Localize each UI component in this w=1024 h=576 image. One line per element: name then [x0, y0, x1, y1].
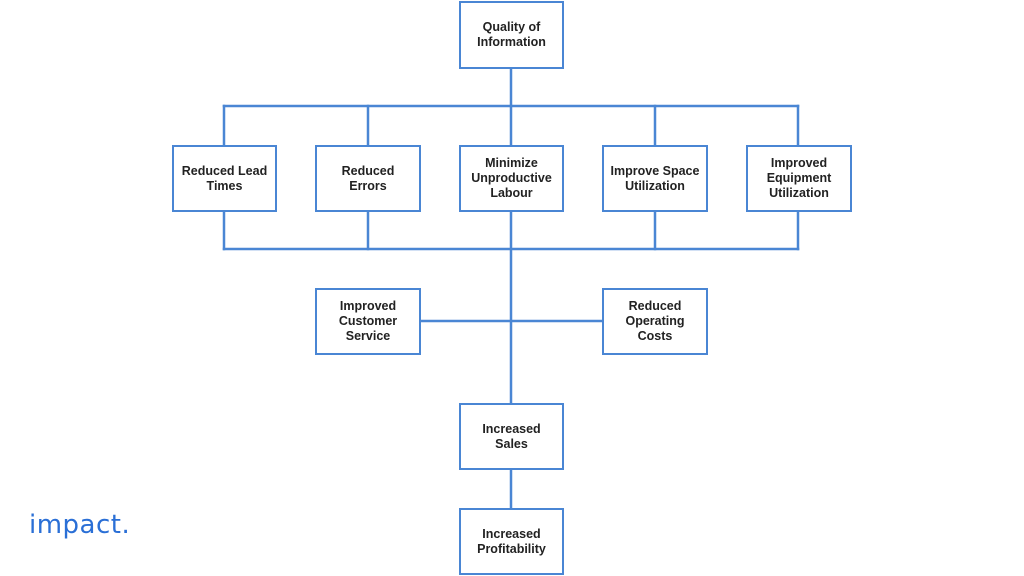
node-improved-equipment-utilization: Improved Equipment Utilization: [746, 145, 852, 212]
node-label-line: Equipment: [766, 171, 832, 185]
node-label-line: Reduced Lead: [181, 163, 268, 178]
node-improve-space-utilization: Improve Space Utilization: [602, 145, 708, 212]
node-label-line: Minimize: [485, 156, 538, 170]
node-label-line: Utilization: [769, 186, 829, 200]
node-reduced-lead-times: Reduced Lead Times: [172, 145, 277, 212]
node-label-line: Service: [345, 329, 391, 343]
node-reduced-operating-costs: Reduced Operating Costs: [602, 288, 708, 355]
node-label-line: Operating Costs: [625, 314, 685, 343]
node-label-line: Information: [477, 35, 546, 49]
node-quality-of-information: Quality of Information: [459, 1, 564, 69]
node-label-line: Quality of: [482, 20, 541, 34]
node-label-line: Improved: [770, 156, 828, 170]
node-label-line: Reduced Errors: [341, 163, 395, 193]
node-label-line: Reduced: [628, 299, 682, 313]
node-label-line: Profitability: [477, 541, 546, 556]
node-reduced-errors: Reduced Errors: [315, 145, 421, 212]
node-label-line: Times: [206, 178, 243, 193]
node-label-line: Improved: [339, 299, 397, 313]
node-increased-sales: Increased Sales: [459, 403, 564, 470]
node-label-line: Unproductive: [471, 171, 552, 185]
brand-logo: impact.: [29, 510, 131, 540]
node-label-line: Utilization: [625, 178, 685, 193]
node-label-line: Labour: [490, 186, 533, 200]
node-label-line: Increased Sales: [482, 421, 541, 451]
node-improved-customer-service: Improved Customer Service: [315, 288, 421, 355]
node-label-line: Increased: [482, 526, 541, 541]
node-minimize-unproductive-labour: Minimize Unproductive Labour: [459, 145, 564, 212]
node-increased-profitability: Increased Profitability: [459, 508, 564, 575]
node-label-line: Improve Space: [610, 163, 700, 178]
node-label-line: Customer: [338, 314, 398, 328]
